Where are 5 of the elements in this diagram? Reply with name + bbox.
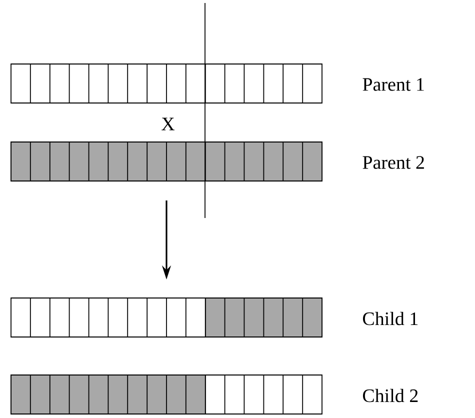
row-label: Child 1 <box>362 312 418 326</box>
row-label: Parent 2 <box>362 156 424 169</box>
row-label: Child 2 <box>362 388 418 402</box>
row-label: Parent 1 <box>362 78 424 91</box>
crossover-label: X <box>162 118 175 130</box>
